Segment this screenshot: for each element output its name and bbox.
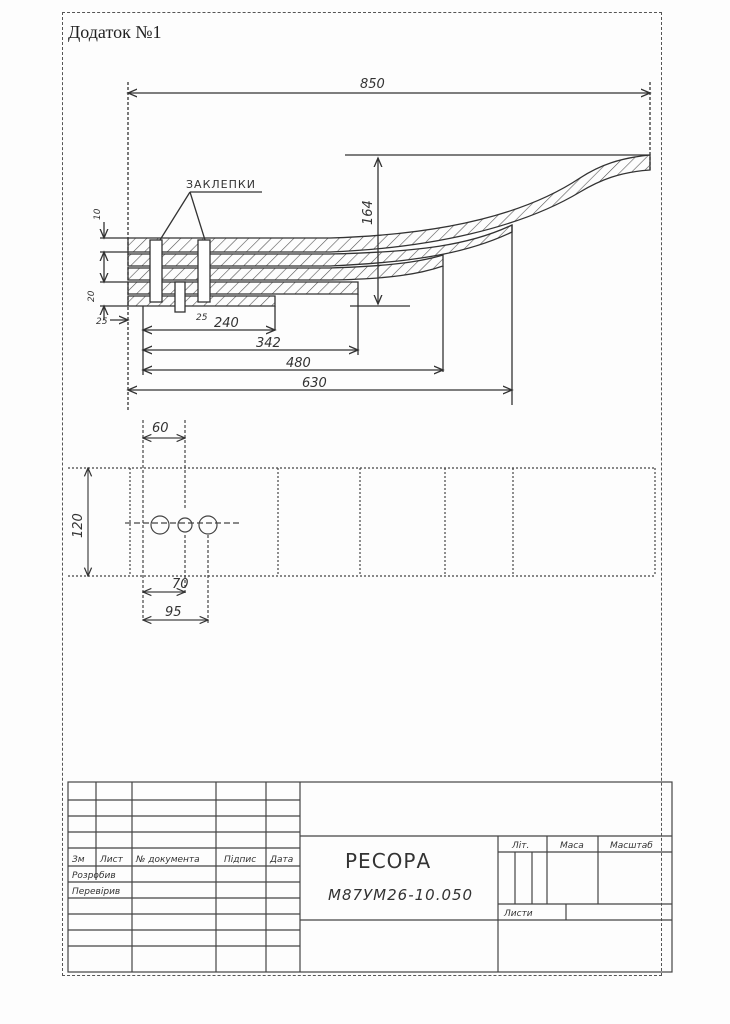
label-lit: Літ. [511, 841, 529, 851]
part-name: РЕСОРА [345, 849, 431, 873]
label-scale: Масштаб [610, 841, 653, 851]
title-block [67, 781, 673, 973]
rivet-right [197, 239, 211, 303]
dim-height: 164 [361, 200, 376, 225]
dim-leaf-342: 342 [256, 336, 281, 351]
dim-width: 120 [71, 513, 86, 538]
dim-hole-95: 95 [165, 605, 182, 620]
dim-leaf-480: 480 [286, 356, 311, 371]
spring-side-view [100, 82, 650, 410]
label-sheets: Листи [503, 909, 533, 919]
part-code: М87УМ26-10.050 [328, 886, 473, 904]
rivets-callout: ЗАКЛЕПКИ [186, 178, 256, 191]
dim-leaf-240: 240 [214, 316, 239, 331]
appendix-label: Додаток №1 [68, 22, 162, 42]
dim-low-thickness: 20 [87, 290, 97, 302]
dim-top-thickness: 10 [93, 208, 103, 220]
dim-offset-mid: 25 [196, 313, 208, 323]
hole-center [177, 517, 193, 533]
label-mass: Маса [560, 841, 584, 851]
col-date: Дата [269, 855, 293, 865]
rivet-center [174, 281, 186, 313]
dim-hole-spacing: 60 [152, 421, 169, 436]
drawing-frame [62, 12, 662, 976]
col-signature: Підпис [224, 855, 256, 865]
dim-overall-length: 850 [360, 77, 385, 92]
main-leaf [127, 154, 651, 253]
dim-leaf-630: 630 [302, 376, 327, 391]
dim-hole-70: 70 [172, 577, 189, 592]
dim-offset-left: 25 [96, 317, 108, 327]
hole-left [150, 515, 170, 535]
row-developed: Розробив [72, 871, 116, 881]
rivet-left [149, 239, 163, 303]
hole-right [198, 515, 218, 535]
col-doc-number: № документа [135, 855, 200, 865]
row-checked: Перевірив [72, 887, 120, 897]
col-sheet: Лист [99, 855, 124, 865]
spring-plan-view [68, 420, 656, 625]
col-change: Зм [72, 855, 85, 865]
